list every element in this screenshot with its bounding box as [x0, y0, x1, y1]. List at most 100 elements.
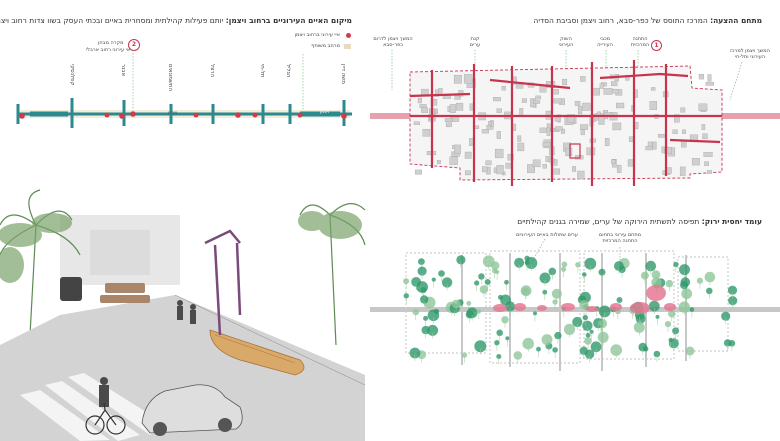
tree-crown	[616, 297, 623, 303]
building-footprint	[645, 146, 653, 151]
green-corridor-title-bold: עומד יחסית ירוק:	[701, 217, 762, 226]
building-footprint	[649, 101, 657, 110]
tree-crown	[418, 258, 425, 265]
road-label-mid: ויצמן	[168, 111, 178, 116]
tree-crown	[427, 309, 440, 322]
tree-crown	[524, 260, 530, 265]
building-footprint	[682, 129, 686, 134]
tree-crown	[474, 280, 480, 286]
building-footprint	[611, 88, 619, 94]
tree-crown	[520, 285, 532, 297]
building-footprint	[574, 101, 581, 106]
tree-crown	[451, 299, 461, 309]
tree-crown	[664, 321, 672, 328]
building-footprint	[553, 98, 562, 104]
building-footprint	[464, 170, 471, 176]
tree-crown	[492, 268, 498, 274]
tree-crown	[551, 288, 562, 299]
building-footprint	[705, 81, 714, 86]
legend-swatch-shared	[344, 44, 351, 49]
tree-crown	[651, 277, 662, 288]
building-footprint	[691, 158, 700, 166]
tree-crown	[655, 314, 660, 319]
tree-crown	[441, 277, 453, 288]
tree-crown	[633, 321, 645, 333]
tree-crown	[651, 270, 661, 280]
building-footprint	[515, 84, 524, 89]
building-footprint	[436, 160, 441, 164]
building-footprint	[455, 102, 464, 111]
tree-crown	[728, 296, 738, 306]
building-footprint	[562, 78, 568, 86]
tree-crown	[552, 347, 558, 353]
tree-crown	[585, 332, 591, 338]
building-footprint	[592, 87, 600, 96]
building-footprint	[604, 138, 610, 147]
building-footprint	[454, 144, 461, 154]
building-footprint	[707, 74, 712, 82]
building-footprint	[599, 83, 604, 89]
tree-crown	[563, 323, 576, 335]
building-footprint	[572, 166, 577, 172]
building-footprint	[481, 129, 489, 134]
building-footprint	[658, 134, 665, 138]
building-footprint	[449, 104, 456, 113]
tree-crown	[476, 309, 482, 314]
building-footprint	[701, 124, 706, 130]
building-footprint	[698, 74, 705, 80]
building-footprint	[674, 114, 680, 123]
callout-1-badge: 1	[651, 40, 662, 51]
tree-crown	[552, 299, 558, 305]
tree-crown	[478, 273, 485, 280]
tree-crown	[505, 336, 510, 341]
label-central-station-line2: המרכזית	[630, 42, 650, 48]
legend-label-shared: מרחב משותף	[311, 43, 340, 49]
tree-crown	[456, 255, 466, 265]
building-footprint	[672, 129, 678, 134]
building-footprint	[438, 87, 443, 94]
building-footprint	[493, 167, 498, 174]
building-footprint	[566, 114, 575, 123]
building-footprint	[577, 170, 585, 180]
tree-crown	[597, 331, 609, 343]
tree-crown	[533, 311, 537, 316]
tree-crown	[461, 352, 468, 358]
label-maccabi-line2: העירייה	[597, 42, 613, 48]
tree-crown	[582, 320, 593, 331]
proposal-area-title-bold: מתחם ההצעה:	[710, 16, 762, 25]
building-footprint	[546, 127, 551, 136]
building-footprint	[574, 155, 584, 160]
building-footprint	[580, 76, 586, 82]
building-footprint	[598, 116, 605, 125]
proposal-area-title: מתחם ההצעה: המרכז התוסס של כפר-סבא, רחוב…	[533, 16, 762, 25]
tree-crown	[597, 320, 604, 326]
proposal-area-panel: מתחם ההצעה: המרכז התוסס של כפר-סבא, רחוב…	[370, 0, 780, 195]
label-maccabi-line1: מכבי	[599, 36, 611, 42]
road-label-right: ויצמן	[320, 110, 330, 115]
building-footprint	[513, 76, 517, 85]
tree-crown	[498, 294, 503, 300]
building-footprint	[612, 122, 622, 131]
building-footprint	[679, 166, 686, 176]
label-north-line1: המשך ויצמן למרכז	[730, 48, 770, 54]
building-footprint	[702, 133, 708, 139]
tree-crown	[494, 340, 500, 346]
tree-crown	[653, 350, 661, 358]
tree-crown	[696, 277, 703, 284]
tree-crown	[582, 272, 587, 277]
tree-crown	[403, 278, 410, 285]
building-footprint	[463, 74, 473, 84]
callout-2-line1: מקרה מבחן	[98, 40, 124, 46]
street-islands-title-rest: יותם פעילות קהילתית ומסחרית באיים ובכתי …	[0, 16, 226, 25]
tree-crown	[541, 334, 553, 346]
building-footprint	[507, 153, 514, 161]
label-planted-trees: ערים שתולות באיים העירוניים	[516, 232, 578, 238]
building-footprint	[539, 127, 547, 133]
tree-crown	[572, 316, 583, 328]
label-kenat-line1: קנת	[470, 36, 480, 42]
tree-crown	[589, 329, 594, 334]
